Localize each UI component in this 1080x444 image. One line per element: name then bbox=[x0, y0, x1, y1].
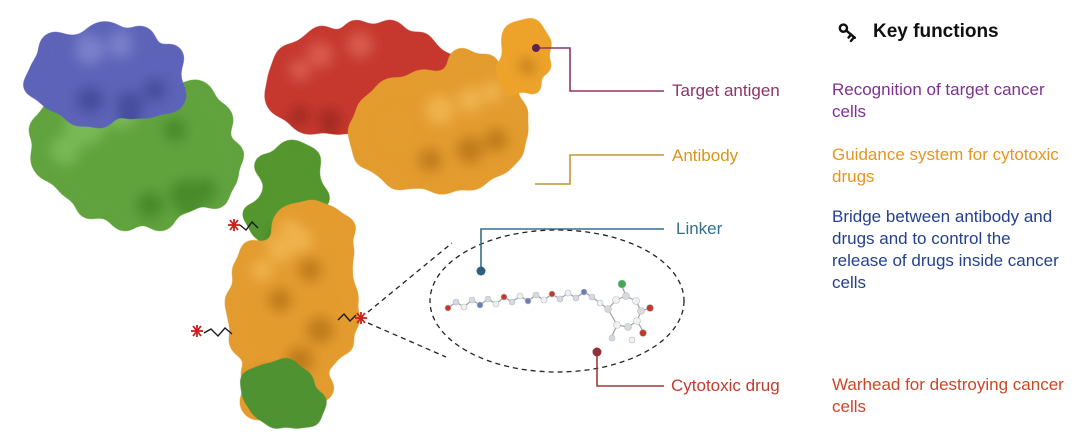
key-functions-header: Key functions bbox=[836, 20, 999, 44]
label-target-antigen: Target antigen bbox=[672, 81, 780, 100]
drug-site-star-right bbox=[337, 312, 367, 324]
label-linker: Linker bbox=[676, 219, 723, 238]
antibody-line bbox=[535, 154, 664, 185]
orange-fc-blob bbox=[225, 200, 360, 424]
green-fc-blob bbox=[240, 358, 327, 429]
function-linker: Bridge between antibody and drugs and to… bbox=[832, 207, 1059, 292]
linker-drug-molecule bbox=[444, 279, 654, 344]
target-antigen-line bbox=[536, 47, 664, 92]
drug-site-star-left bbox=[228, 219, 259, 232]
cytotoxic-drug-dot bbox=[592, 347, 602, 357]
function-antibody: Guidance system for cytotoxic drugs bbox=[832, 145, 1059, 186]
key-icon bbox=[838, 23, 857, 43]
magnifier-ellipse bbox=[429, 229, 685, 373]
label-antibody: Antibody bbox=[672, 146, 739, 165]
key-functions-title: Key functions bbox=[873, 21, 999, 42]
magnifier bbox=[367, 229, 685, 373]
drug-site-star-bottomleft bbox=[191, 325, 233, 338]
green-domain-blob bbox=[29, 71, 244, 231]
blue-domain-blob bbox=[23, 22, 186, 128]
label-cytotoxic-drug: Cytotoxic drug bbox=[671, 376, 780, 395]
target-antigen-blob bbox=[495, 18, 552, 97]
target-antigen-dot bbox=[532, 44, 540, 52]
cytotoxic-drug-line bbox=[596, 352, 664, 387]
linker-line bbox=[480, 228, 664, 271]
function-cytotoxic-drug: Warhead for destroying cancer cells bbox=[832, 375, 1064, 416]
linker-dot bbox=[476, 266, 486, 276]
function-target-antigen: Recognition of target cancer cells bbox=[832, 80, 1045, 121]
